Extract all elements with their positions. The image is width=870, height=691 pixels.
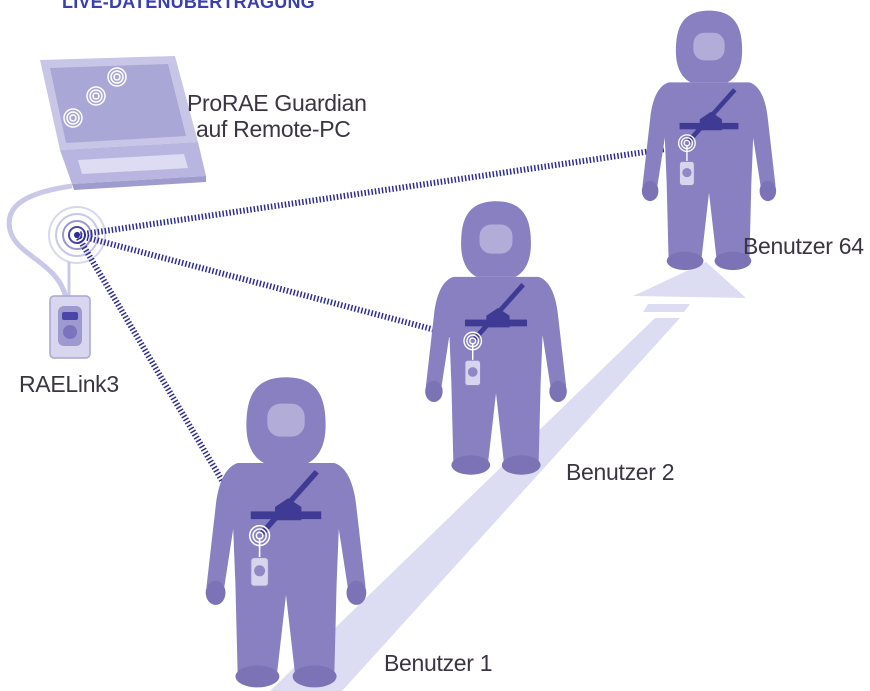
raelink3-device-icon xyxy=(49,295,91,359)
software-label-line2: auf Remote-PC xyxy=(196,116,351,142)
user-2-label: Benutzer 2 xyxy=(566,459,675,485)
software-label-line1: ProRAE Guardian xyxy=(187,90,367,116)
diagram-title: LIVE-DATENÜBERTRAGUNG xyxy=(62,0,315,12)
walking-path xyxy=(270,262,746,691)
laptop-icon xyxy=(40,56,206,190)
base-station-label: RAELink3 xyxy=(19,371,119,397)
user-1-label: Benutzer 1 xyxy=(384,650,493,676)
person-user-64-icon xyxy=(642,11,776,270)
user-64-label: Benutzer 64 xyxy=(743,233,864,259)
